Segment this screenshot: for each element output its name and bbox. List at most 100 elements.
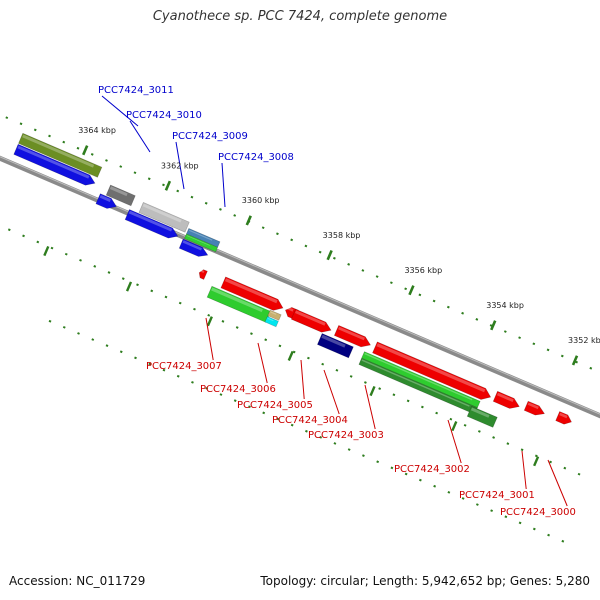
ruler-minor-tick-lower (477, 430, 481, 433)
gene-label-lower: PCC7424_3007 (146, 361, 222, 372)
ruler-minor-tick-lower (563, 466, 567, 470)
leader-line-upper (129, 120, 151, 153)
ruler-minor-tick-lower (250, 332, 253, 335)
ruler-minor-tick (62, 140, 66, 144)
ruler-minor-tick (589, 366, 593, 370)
leader-layer (101, 95, 568, 507)
ruler-minor-tick-lower (420, 405, 424, 409)
ruler-minor-tick (304, 244, 308, 248)
ruler-minor-tick (233, 214, 237, 217)
ruler-minor-tick-lower-outer (219, 393, 223, 396)
ruler-minor-tick-lower (392, 393, 396, 397)
accession-text: Accession: NC_011729 (9, 574, 146, 588)
ruler-minor-tick-lower (292, 350, 296, 354)
ruler-minor-tick (119, 165, 123, 168)
ruler-minor-tick-lower-outer (347, 448, 351, 451)
ruler-minor-tick-lower-outer (333, 442, 337, 445)
ruler-major-tick (571, 355, 579, 366)
gene-label-upper: PCC7424_3010 (126, 110, 202, 121)
ruler-minor-tick-lower-outer (305, 429, 308, 433)
backbone-highlight (0, 156, 600, 415)
ruler-minor-tick-lower (79, 258, 82, 262)
feature-green-d (466, 405, 498, 428)
ruler-minor-tick-lower-outer (404, 472, 408, 476)
feature-red-d-body (333, 325, 371, 348)
feature-navy-shine (321, 334, 346, 348)
ruler-major-tick-lower (43, 245, 50, 257)
ruler-minor-tick (48, 134, 51, 138)
ruler-minor-tick-lower (406, 399, 410, 403)
ruler-minor-tick-lower-outer (77, 332, 80, 335)
feature-blue-mid-body (124, 209, 179, 239)
feature-green-a (206, 285, 272, 323)
feature-blue-small-shine (99, 195, 111, 202)
ruler-minor-tick-lower (549, 460, 552, 464)
ruler-minor-tick-lower-outer (162, 368, 166, 372)
feature-tan-body (267, 309, 282, 321)
ruler-minor-tick-lower-outer (48, 319, 52, 323)
feature-tan (267, 309, 282, 321)
ruler-major-tick (490, 320, 497, 331)
leader-line-upper (221, 162, 226, 208)
ruler-label: 3358 kbp (323, 231, 361, 240)
ruler-minor-tick-lower (449, 417, 453, 421)
feature-red-tiny-body (198, 269, 208, 280)
ruler-minor-tick (446, 305, 450, 309)
ruler-minor-tick-lower-outer (362, 454, 365, 458)
feature-red-a (220, 276, 284, 311)
ruler-minor-tick-lower (364, 381, 367, 384)
gene-label-lower: PCC7424_3006 (200, 384, 276, 395)
ruler-minor-tick-lower (93, 265, 97, 268)
ruler-minor-tick (5, 116, 9, 120)
ruler-label: 3362 kbp (161, 162, 199, 171)
leader-line-lower (364, 384, 376, 430)
feature-red-h (555, 411, 572, 425)
gene-label-upper: PCC7424_3008 (218, 152, 294, 163)
ruler-minor-tick (546, 348, 550, 352)
ruler-minor-tick-lower-outer (418, 478, 422, 482)
gene-label-upper: PCC7424_3011 (98, 85, 174, 96)
ruler-minor-tick-lower-outer (191, 380, 194, 384)
ruler-minor-tick-lower-outer (376, 460, 380, 464)
ruler-minor-tick (105, 159, 108, 162)
ruler-minor-tick-lower-outer (532, 527, 536, 531)
map-title: Cyanothece sp. PCC 7424, complete genome (152, 9, 448, 24)
feature-red-e-shine (376, 343, 486, 393)
ruler-minor-tick (503, 330, 507, 333)
feature-red-tiny (198, 269, 208, 280)
feature-steel-shine (188, 229, 213, 241)
feature-blue-large-body (13, 143, 96, 186)
ruler-minor-tick-lower (107, 271, 111, 274)
feature-green-c-shine (361, 359, 470, 407)
feature-red-tiny-shine (200, 269, 205, 273)
ruler-minor-tick (347, 262, 351, 266)
feature-red-a-body (220, 276, 284, 311)
ruler-minor-tick-lower-outer (475, 503, 479, 506)
ruler-label: 3354 kbp (486, 301, 524, 310)
ruler-minor-tick-lower (264, 338, 268, 342)
ruler-minor-tick (276, 232, 279, 236)
feature-cyan-body (264, 316, 279, 328)
ruler-minor-tick-lower-outer (91, 338, 95, 341)
ruler-major-tick-lower (287, 350, 294, 362)
ruler-minor-tick-lower (150, 289, 154, 293)
gene-label-lower: PCC7424_3002 (394, 464, 470, 475)
ruler-minor-tick-lower-outer (148, 362, 152, 366)
feature-green-a-body (206, 285, 272, 323)
ruler-major-tick-lower (451, 421, 458, 432)
backbone-line (0, 155, 600, 419)
ruler-minor-tick-lower-outer (319, 435, 323, 439)
genome-summary-text: Topology: circular; Length: 5,942,652 bp… (260, 574, 590, 588)
feature-red-f (492, 390, 520, 409)
feature-gray-light (138, 202, 190, 233)
leader-line-lower (205, 317, 214, 361)
leader-line-upper (175, 141, 185, 190)
ruler-minor-tick-lower (335, 368, 339, 372)
ruler-minor-tick (404, 287, 408, 291)
ruler-minor-tick (475, 317, 479, 321)
ruler-minor-tick-lower (22, 234, 25, 238)
feature-blue-small (95, 193, 117, 209)
ruler-minor-tick (560, 354, 564, 358)
